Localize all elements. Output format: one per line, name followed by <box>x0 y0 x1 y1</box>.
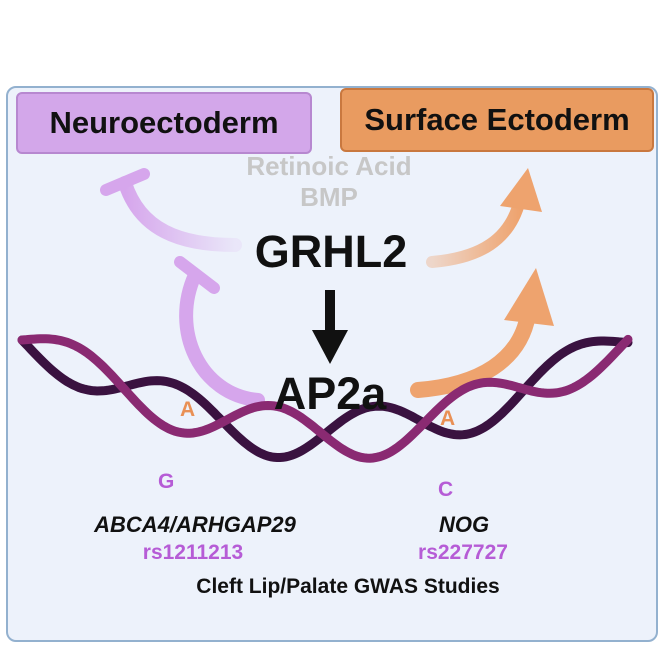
left-gene-label: ABCA4/ARHGAP29 <box>94 512 296 537</box>
nucleotide-left-top: A <box>180 398 196 421</box>
nucleotide-left-bottom: G <box>158 470 175 493</box>
nucleotide-right-bottom: C <box>438 478 454 501</box>
inhibition-bar-mid <box>174 256 220 294</box>
grhl2-inhibits-neuroectoderm <box>118 176 242 252</box>
neuroectoderm-box: Neuroectoderm <box>16 92 312 154</box>
gwas-footer: Cleft Lip/Palate GWAS Studies <box>196 575 500 598</box>
bmp-label: BMP <box>300 182 358 212</box>
ap2a-inhibits-grhl2 <box>179 268 265 407</box>
nucleotide-right-top: A <box>440 407 456 430</box>
grhl2-activates-surface <box>426 194 526 268</box>
grhl2-to-ap2a-arrowhead <box>312 330 348 364</box>
retinoic-acid-label: Retinoic Acid <box>246 151 412 181</box>
left-snp-label: rs1211213 <box>142 541 244 564</box>
grhl2-activates-surface-head <box>500 168 542 212</box>
inhibition-bar-top <box>100 168 150 196</box>
ap2a-activates-surface <box>410 307 536 398</box>
ap2a-activates-surface-head <box>504 268 554 326</box>
ap2a-label: AP2a <box>273 368 387 419</box>
grhl2-label: GRHL2 <box>254 226 408 277</box>
right-gene-label: NOG <box>438 512 490 537</box>
right-snp-label: rs227727 <box>418 541 508 564</box>
dna-helix <box>17 334 633 463</box>
surface-ectoderm-box: Surface Ectoderm <box>340 88 654 152</box>
